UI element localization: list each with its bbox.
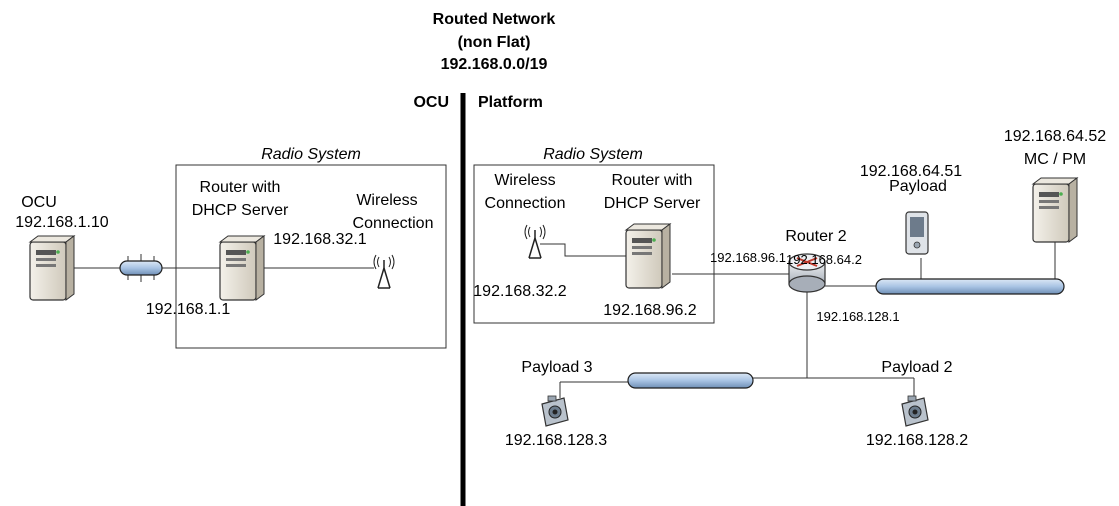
payload3-camera-icon <box>541 395 569 427</box>
right-antenna-icon <box>524 224 546 259</box>
mcpm-ip: 192.168.64.52 <box>1004 128 1106 145</box>
pda-icon <box>905 211 929 255</box>
payload2-camera-icon <box>901 395 929 427</box>
right-router-label-1: Router with <box>612 172 693 189</box>
hub-icon <box>119 254 163 282</box>
payload3-name: Payload 3 <box>521 359 592 376</box>
payload-name: Payload <box>889 178 947 195</box>
region-label-left: OCU <box>413 94 449 111</box>
mcpm-name: MC / PM <box>1024 151 1086 168</box>
left-radio-system-box <box>175 164 447 349</box>
title-line-3: 192.168.0.0/19 <box>441 56 548 73</box>
title-line-2: (non Flat) <box>458 34 531 51</box>
ocu-ip: 192.168.1.10 <box>15 214 109 231</box>
payload3-ip: 192.168.128.3 <box>505 432 607 449</box>
right-wireless-label-1: Wireless <box>494 172 555 189</box>
right-wireless-label-2: Connection <box>485 195 566 212</box>
right-wireless-ip: 192.168.32.2 <box>473 283 567 300</box>
lower-bus <box>627 372 754 389</box>
left-antenna-icon <box>373 254 395 289</box>
upper-bus <box>875 278 1065 295</box>
right-antenna-link <box>540 243 628 257</box>
left-router-label-1: Router with <box>200 179 281 196</box>
left-radio-system-title: Radio System <box>261 146 361 163</box>
left-router-label-2: DHCP Server <box>192 202 289 219</box>
router2-name: Router 2 <box>785 228 846 245</box>
router2-ip-left: 192.168.96.1 <box>710 250 786 265</box>
right-router-ip: 192.168.96.2 <box>603 302 697 319</box>
right-router-label-2: DHCP Server <box>604 195 701 212</box>
right-radio-system-title: Radio System <box>543 146 643 163</box>
router2-ip-bottom: 192.168.128.1 <box>816 309 899 324</box>
router-icon <box>788 253 826 293</box>
left-router-lan-ip: 192.168.1.1 <box>146 301 231 318</box>
right-router-server-icon <box>625 223 671 289</box>
payload2-ip: 192.168.128.2 <box>866 432 968 449</box>
right-radio-system-box <box>473 164 715 324</box>
title-line-1: Routed Network <box>433 11 556 28</box>
mcpm-server-icon <box>1032 177 1078 243</box>
left-wireless-label-2: Connection <box>353 215 434 232</box>
left-wireless-label-1: Wireless <box>356 192 417 209</box>
payload2-name: Payload 2 <box>881 359 952 376</box>
ocu-name: OCU <box>21 194 57 211</box>
left-router-server-icon <box>219 235 265 301</box>
router2-ip-top: 192.168.64.2 <box>786 252 862 267</box>
region-label-right: Platform <box>478 94 543 111</box>
payload-ip: 192.168.64.51 <box>860 163 962 180</box>
ocu-server-icon <box>29 235 75 301</box>
left-router-wan-ip: 192.168.32.1 <box>273 231 367 248</box>
